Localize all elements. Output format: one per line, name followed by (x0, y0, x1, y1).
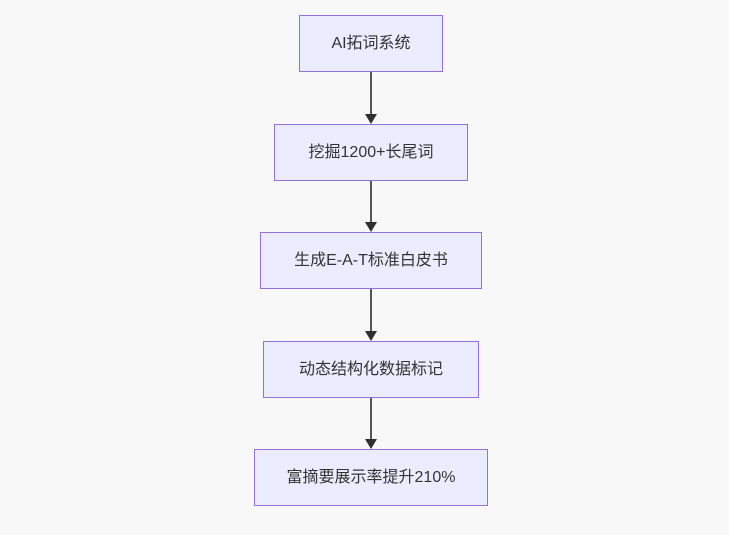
flow-edge-line (370, 289, 372, 331)
flow-edge-line (370, 72, 372, 114)
arrow-down-icon (365, 331, 377, 341)
flow-node-ai-keyword-system: AI拓词系统 (299, 15, 443, 72)
flow-node-rich-snippet-result: 富摘要展示率提升210% (254, 449, 488, 506)
flow-node-label: 挖掘1200+长尾词 (308, 143, 434, 161)
arrow-down-icon (365, 114, 377, 124)
flow-node-label: AI拓词系统 (331, 34, 411, 52)
flow-node-label: 富摘要展示率提升210% (286, 468, 456, 486)
flow-node-eat-whitepaper: 生成E-A-T标准白皮书 (260, 232, 482, 289)
flow-node-structured-data: 动态结构化数据标记 (263, 341, 479, 398)
flow-edge-line (370, 181, 372, 222)
arrow-down-icon (365, 222, 377, 232)
flow-node-label: 生成E-A-T标准白皮书 (294, 251, 448, 269)
flow-edge-line (370, 398, 372, 439)
flow-node-longtail-mining: 挖掘1200+长尾词 (274, 124, 468, 181)
flow-node-label: 动态结构化数据标记 (298, 360, 443, 378)
arrow-down-icon (365, 439, 377, 449)
